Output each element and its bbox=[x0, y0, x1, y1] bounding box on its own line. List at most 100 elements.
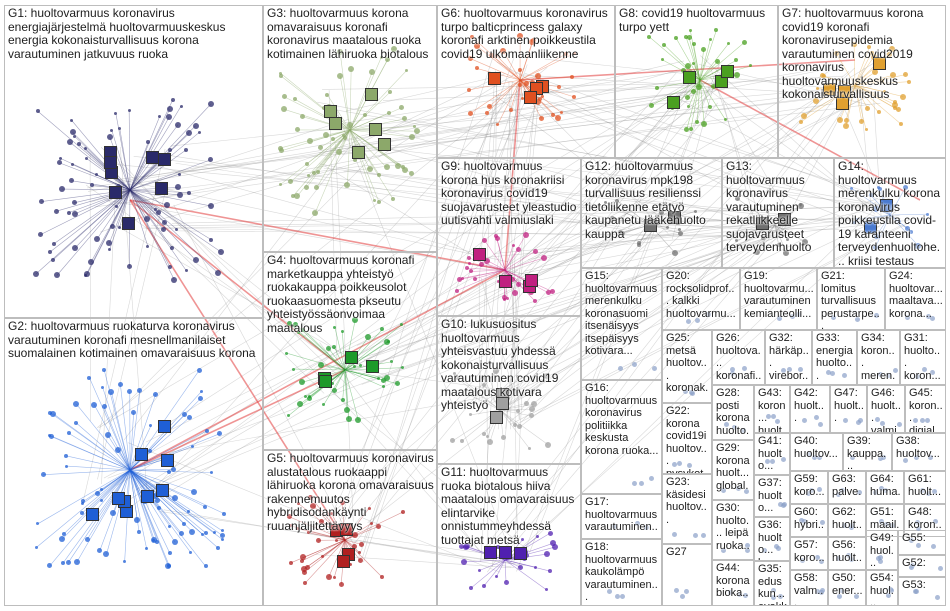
node bbox=[636, 243, 641, 248]
edge bbox=[103, 369, 131, 471]
node bbox=[744, 548, 750, 554]
group-g63-label: G63: palve... bbox=[832, 473, 862, 504]
node bbox=[878, 558, 884, 564]
node bbox=[833, 51, 839, 57]
node bbox=[153, 391, 159, 397]
avatar-node bbox=[472, 247, 486, 261]
edge bbox=[510, 254, 516, 430]
edge bbox=[854, 84, 899, 111]
node bbox=[197, 130, 201, 134]
group-g24: G24: huoltovar... maaltava... korona... bbox=[885, 268, 946, 330]
group-g15-label: G15: huoltovarmuus merenkulku koronasuom… bbox=[585, 270, 658, 357]
node bbox=[155, 539, 160, 544]
node bbox=[547, 530, 553, 536]
node bbox=[48, 433, 54, 439]
avatar-node bbox=[495, 397, 509, 411]
node bbox=[481, 584, 486, 589]
group-g11: G11: huoltovarmuus ruoka biotalous hiiva… bbox=[437, 464, 581, 606]
node bbox=[902, 185, 908, 191]
node bbox=[879, 486, 885, 492]
node bbox=[760, 235, 765, 240]
node bbox=[103, 551, 110, 558]
edge bbox=[478, 76, 498, 403]
node bbox=[214, 269, 221, 276]
node bbox=[197, 396, 203, 402]
edge bbox=[56, 189, 131, 276]
edge bbox=[339, 57, 494, 522]
edge bbox=[344, 526, 379, 541]
avatar-node bbox=[122, 216, 136, 230]
edge bbox=[297, 331, 346, 371]
group-g55-label: G55: bbox=[902, 532, 926, 544]
node bbox=[450, 438, 455, 444]
node bbox=[337, 48, 344, 55]
avatar-node bbox=[683, 70, 697, 84]
node bbox=[892, 367, 898, 373]
node bbox=[379, 56, 383, 60]
group-g59: G59: koro... bbox=[790, 471, 828, 504]
node bbox=[683, 389, 689, 395]
node bbox=[556, 84, 561, 89]
node bbox=[875, 417, 881, 423]
node bbox=[296, 502, 300, 506]
edge bbox=[129, 469, 224, 540]
node bbox=[61, 531, 66, 536]
node bbox=[277, 145, 283, 151]
node bbox=[347, 121, 354, 128]
edge bbox=[462, 269, 506, 279]
edge bbox=[129, 189, 149, 247]
avatar-node bbox=[365, 360, 379, 374]
edge bbox=[497, 82, 518, 430]
edge bbox=[349, 129, 387, 168]
edge bbox=[315, 71, 850, 528]
node bbox=[920, 487, 926, 493]
group-g2-label: G2: huoltovarmuus ruokaturva koronavirus… bbox=[8, 319, 256, 360]
edge bbox=[116, 86, 872, 180]
edge bbox=[488, 220, 879, 258]
node bbox=[58, 186, 65, 193]
node bbox=[931, 488, 937, 494]
group-g13-label: G13: huoltovarmuus koronavirus varautumi… bbox=[726, 159, 812, 254]
edge bbox=[129, 469, 206, 567]
node bbox=[279, 71, 283, 75]
group-g17-label: G17: huoltovarmuus varautuminen... bbox=[585, 496, 658, 538]
node bbox=[692, 532, 698, 538]
node bbox=[332, 344, 337, 349]
node bbox=[876, 186, 880, 190]
node bbox=[467, 393, 471, 397]
node bbox=[58, 156, 62, 160]
edge bbox=[487, 260, 506, 271]
group-g28: G28: posti korona huolto... bbox=[712, 385, 754, 440]
edge bbox=[76, 469, 131, 563]
node bbox=[540, 94, 544, 98]
node bbox=[684, 35, 689, 40]
node bbox=[494, 236, 500, 242]
node bbox=[459, 439, 464, 444]
node bbox=[405, 68, 409, 72]
node bbox=[637, 240, 642, 245]
edge bbox=[699, 60, 737, 81]
node bbox=[71, 163, 75, 167]
node bbox=[776, 545, 782, 551]
node bbox=[481, 375, 486, 380]
edge bbox=[97, 192, 166, 480]
edge bbox=[344, 366, 355, 371]
node bbox=[213, 531, 217, 535]
node bbox=[714, 28, 719, 33]
node bbox=[734, 72, 741, 79]
group-g29-label: G29: korona huolt... global... bbox=[716, 442, 750, 500]
node bbox=[524, 400, 530, 406]
node bbox=[461, 276, 465, 280]
node bbox=[744, 542, 750, 548]
avatar-node bbox=[513, 547, 527, 561]
group-g45-label: G45: koron... digial... bbox=[909, 387, 943, 433]
node bbox=[308, 494, 314, 500]
node bbox=[688, 389, 694, 395]
node bbox=[869, 50, 874, 55]
edge bbox=[129, 104, 211, 191]
edge bbox=[129, 469, 155, 540]
node bbox=[385, 56, 391, 62]
edge bbox=[52, 189, 131, 261]
node bbox=[35, 109, 40, 114]
edge bbox=[66, 465, 131, 471]
